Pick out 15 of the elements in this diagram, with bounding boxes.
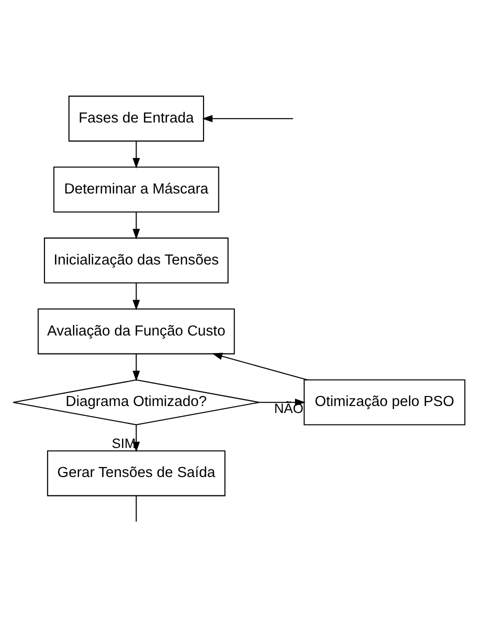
arrow <box>132 140 140 168</box>
arrow <box>132 282 140 310</box>
arrow <box>211 352 308 380</box>
node-box: Determinar a Máscara <box>52 166 219 212</box>
node-box: Otimização pelo PSO <box>303 378 465 425</box>
arrow <box>132 212 140 239</box>
arrow <box>202 114 293 122</box>
node-box: Gerar Tensões de Saída <box>46 450 225 496</box>
arrow <box>132 353 140 381</box>
node-box: Fases de Entrada <box>68 95 204 142</box>
node-diamond: Diagrama Otimizado? <box>12 378 260 425</box>
connector <box>135 495 136 522</box>
edge-label: SIM <box>111 436 136 451</box>
node-box: Avaliação da Função Custo <box>37 308 234 354</box>
node-box: Inicialização das Tensões <box>43 237 228 283</box>
